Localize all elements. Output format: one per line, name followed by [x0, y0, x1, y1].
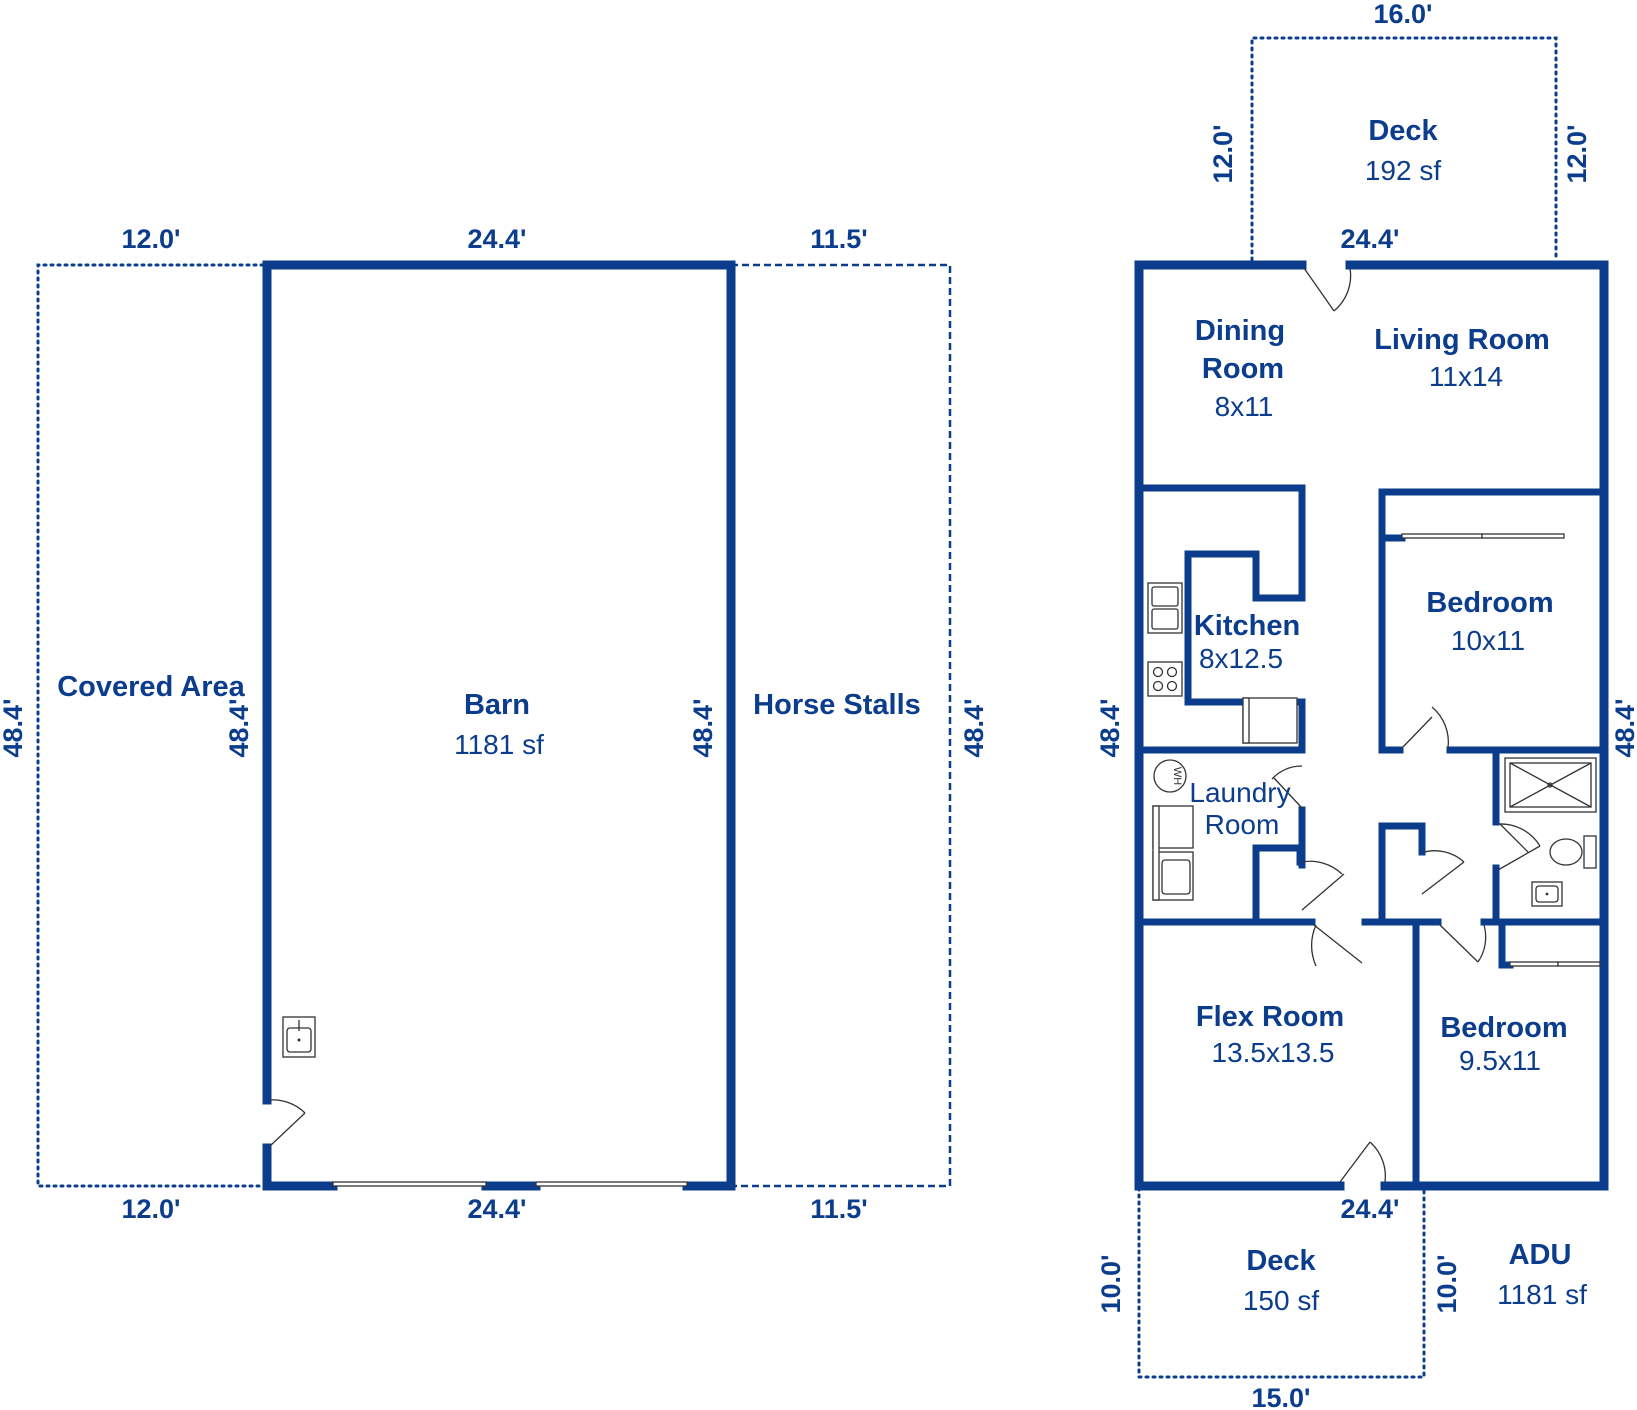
- closet-doors: [1401, 533, 1601, 967]
- dim-deck-bottom-right: 10.0': [1432, 1255, 1462, 1314]
- dim-deck-top-width: 16.0': [1374, 0, 1433, 29]
- laundry-label-2: Room: [1205, 809, 1280, 840]
- dim-adu-top: 24.4': [1341, 224, 1400, 254]
- barn-size: 1181 sf: [454, 729, 544, 760]
- flex-size: 13.5x13.5: [1212, 1037, 1335, 1068]
- covered-area-outline: [36, 263, 265, 1188]
- dim-covered-left: 48.4': [0, 699, 28, 758]
- dining-size: 8x11: [1215, 391, 1274, 422]
- bath-sink-icon: [1531, 881, 1563, 907]
- refrigerator-icon: [1242, 697, 1298, 744]
- washer-dryer-icon: [1152, 805, 1194, 901]
- laundry-closet-wall: [1252, 844, 1304, 924]
- toilet-icon: [1549, 835, 1597, 869]
- dim-covered-top: 12.0': [122, 224, 181, 254]
- laundry-label-1: Laundry: [1189, 777, 1290, 808]
- dim-stalls-top: 11.5': [810, 224, 867, 254]
- covered-area-label: Covered Area: [57, 671, 245, 703]
- kitchen-size: 8x12.5: [1199, 643, 1283, 674]
- dim-adu-bottom: 24.4': [1341, 1194, 1400, 1224]
- deck-top-label: Deck: [1368, 115, 1438, 147]
- kitchen-sink-icon: [1147, 582, 1183, 634]
- kitchen-label: Kitchen: [1194, 610, 1300, 642]
- bedroom2-size: 9.5x11: [1459, 1045, 1541, 1076]
- bedroom2-label: Bedroom: [1440, 1012, 1567, 1044]
- adu-wall-top-left: [1134, 260, 1345, 1191]
- adu-wall-top-right: [1345, 260, 1609, 1191]
- deck-top-size: 192 sf: [1365, 155, 1441, 186]
- dim-stalls-right: 48.4': [959, 699, 989, 758]
- water-heater-icon: WH: [1153, 759, 1187, 793]
- bedroom1-label: Bedroom: [1426, 587, 1553, 619]
- barn-wall-top: [262, 260, 736, 1191]
- dim-deck-bottom-left: 10.0': [1096, 1255, 1126, 1314]
- flex-label: Flex Room: [1196, 1001, 1344, 1033]
- barn-plan: 12.0' 24.4' 11.5' 12.0' 24.4' 11.5' 48.4…: [0, 224, 989, 1224]
- dining-label-1: Dining: [1195, 315, 1285, 347]
- adu-plan: WH 16.0' 12.0' 12.0' 24.4': [1095, 0, 1637, 1410]
- bedroom1-closet-wall: [1378, 488, 1404, 754]
- dim-stalls-bottom: 11.5': [810, 1194, 867, 1224]
- barn-wall-left-low: [262, 1143, 338, 1191]
- hall-closet-wall: [1378, 822, 1426, 924]
- barn-label: Barn: [464, 689, 530, 721]
- dim-barn-bottom: 24.4': [468, 1194, 527, 1224]
- dim-barn-right: 48.4': [688, 699, 718, 758]
- bed2-closet-wall: [1498, 918, 1514, 969]
- dim-barn-left: 48.4': [224, 699, 254, 758]
- dim-adu-left: 48.4': [1095, 699, 1125, 758]
- deck-bottom-size: 150 sf: [1243, 1285, 1319, 1316]
- deck-bottom-label: Deck: [1246, 1245, 1316, 1277]
- door-swings: [1271, 267, 1541, 1183]
- deck-bottom-outline: [1137, 1186, 1426, 1379]
- adu-title: ADU: [1509, 1239, 1572, 1271]
- horse-stalls-outline: [731, 263, 952, 1188]
- shower-icon: [1504, 757, 1597, 813]
- barn-sliding-door: [332, 1181, 688, 1187]
- barn-sink-icon: [282, 1016, 316, 1058]
- horse-stalls-label: Horse Stalls: [753, 689, 921, 721]
- stove-icon: [1147, 661, 1183, 697]
- living-size: 11x14: [1429, 361, 1503, 392]
- dining-label-2: Room: [1202, 353, 1284, 385]
- dim-deck-bottom-width: 15.0': [1252, 1383, 1311, 1410]
- adu-area: 1181 sf: [1497, 1279, 1587, 1310]
- dim-covered-bottom: 12.0': [122, 1194, 181, 1224]
- barn-side-door: [269, 1099, 306, 1147]
- dim-deck-top-left: 12.0': [1208, 125, 1238, 184]
- dim-adu-right: 48.4': [1610, 699, 1637, 758]
- bedroom1-size: 10x11: [1451, 625, 1525, 656]
- dim-deck-top-right: 12.0': [1562, 125, 1592, 184]
- dim-barn-top: 24.4': [468, 224, 527, 254]
- svg-text:WH: WH: [1171, 767, 1183, 785]
- deck-top-outline: [1250, 36, 1558, 262]
- living-label: Living Room: [1374, 324, 1550, 356]
